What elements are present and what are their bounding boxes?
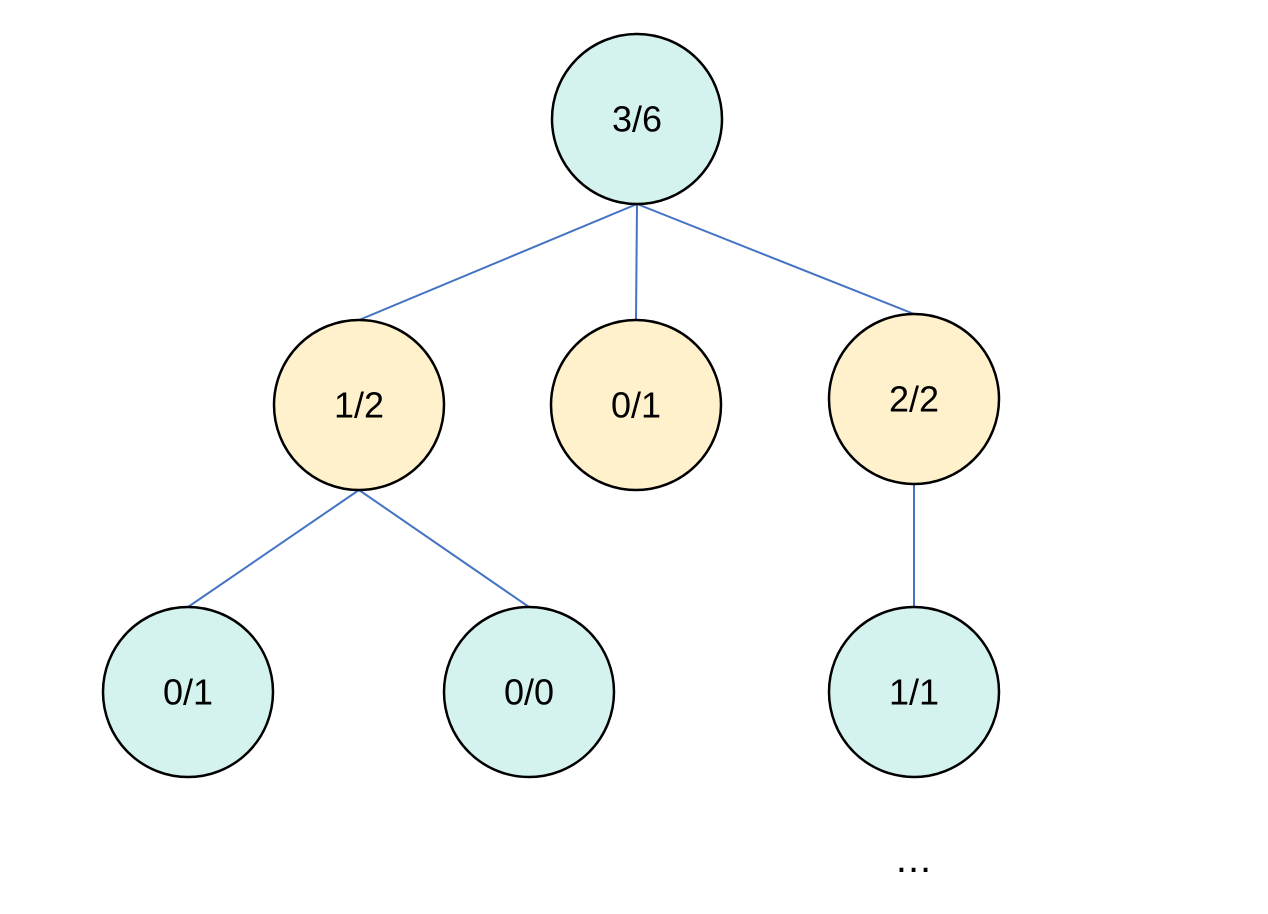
node-label-b: 0/1 [611, 385, 661, 426]
node-circle-c [827, 312, 1001, 486]
edge-root-b [635, 203, 638, 321]
node-circle-a [272, 318, 446, 492]
edge-a-a2 [358, 489, 530, 608]
node-circle-root [550, 32, 724, 206]
node-a2: 0/0 [442, 605, 616, 779]
node-label-root: 3/6 [612, 99, 662, 140]
node-label-a: 1/2 [334, 385, 384, 426]
node-circle-a1 [101, 605, 275, 779]
edge-root-c [636, 203, 915, 315]
node-a: 1/2 [272, 318, 446, 492]
node-label-c1: 1/1 [889, 672, 939, 713]
node-circle-b [549, 318, 723, 492]
edges-layer [187, 203, 915, 608]
node-label-a2: 0/0 [504, 672, 554, 713]
continuation-ellipsis: ... [896, 837, 932, 881]
node-label-c: 2/2 [889, 379, 939, 420]
node-label-a1: 0/1 [163, 672, 213, 713]
node-a1: 0/1 [101, 605, 275, 779]
nodes-layer: 3/6 1/2 0/1 2/2 0/1 0/0 1/1 [101, 32, 1001, 779]
node-c1: 1/1 [827, 605, 1001, 779]
node-b: 0/1 [549, 318, 723, 492]
node-circle-c1 [827, 605, 1001, 779]
node-root: 3/6 [550, 32, 724, 206]
edge-root-a [358, 203, 638, 321]
node-c: 2/2 [827, 312, 1001, 486]
node-circle-a2 [442, 605, 616, 779]
edge-a-a1 [187, 489, 360, 608]
